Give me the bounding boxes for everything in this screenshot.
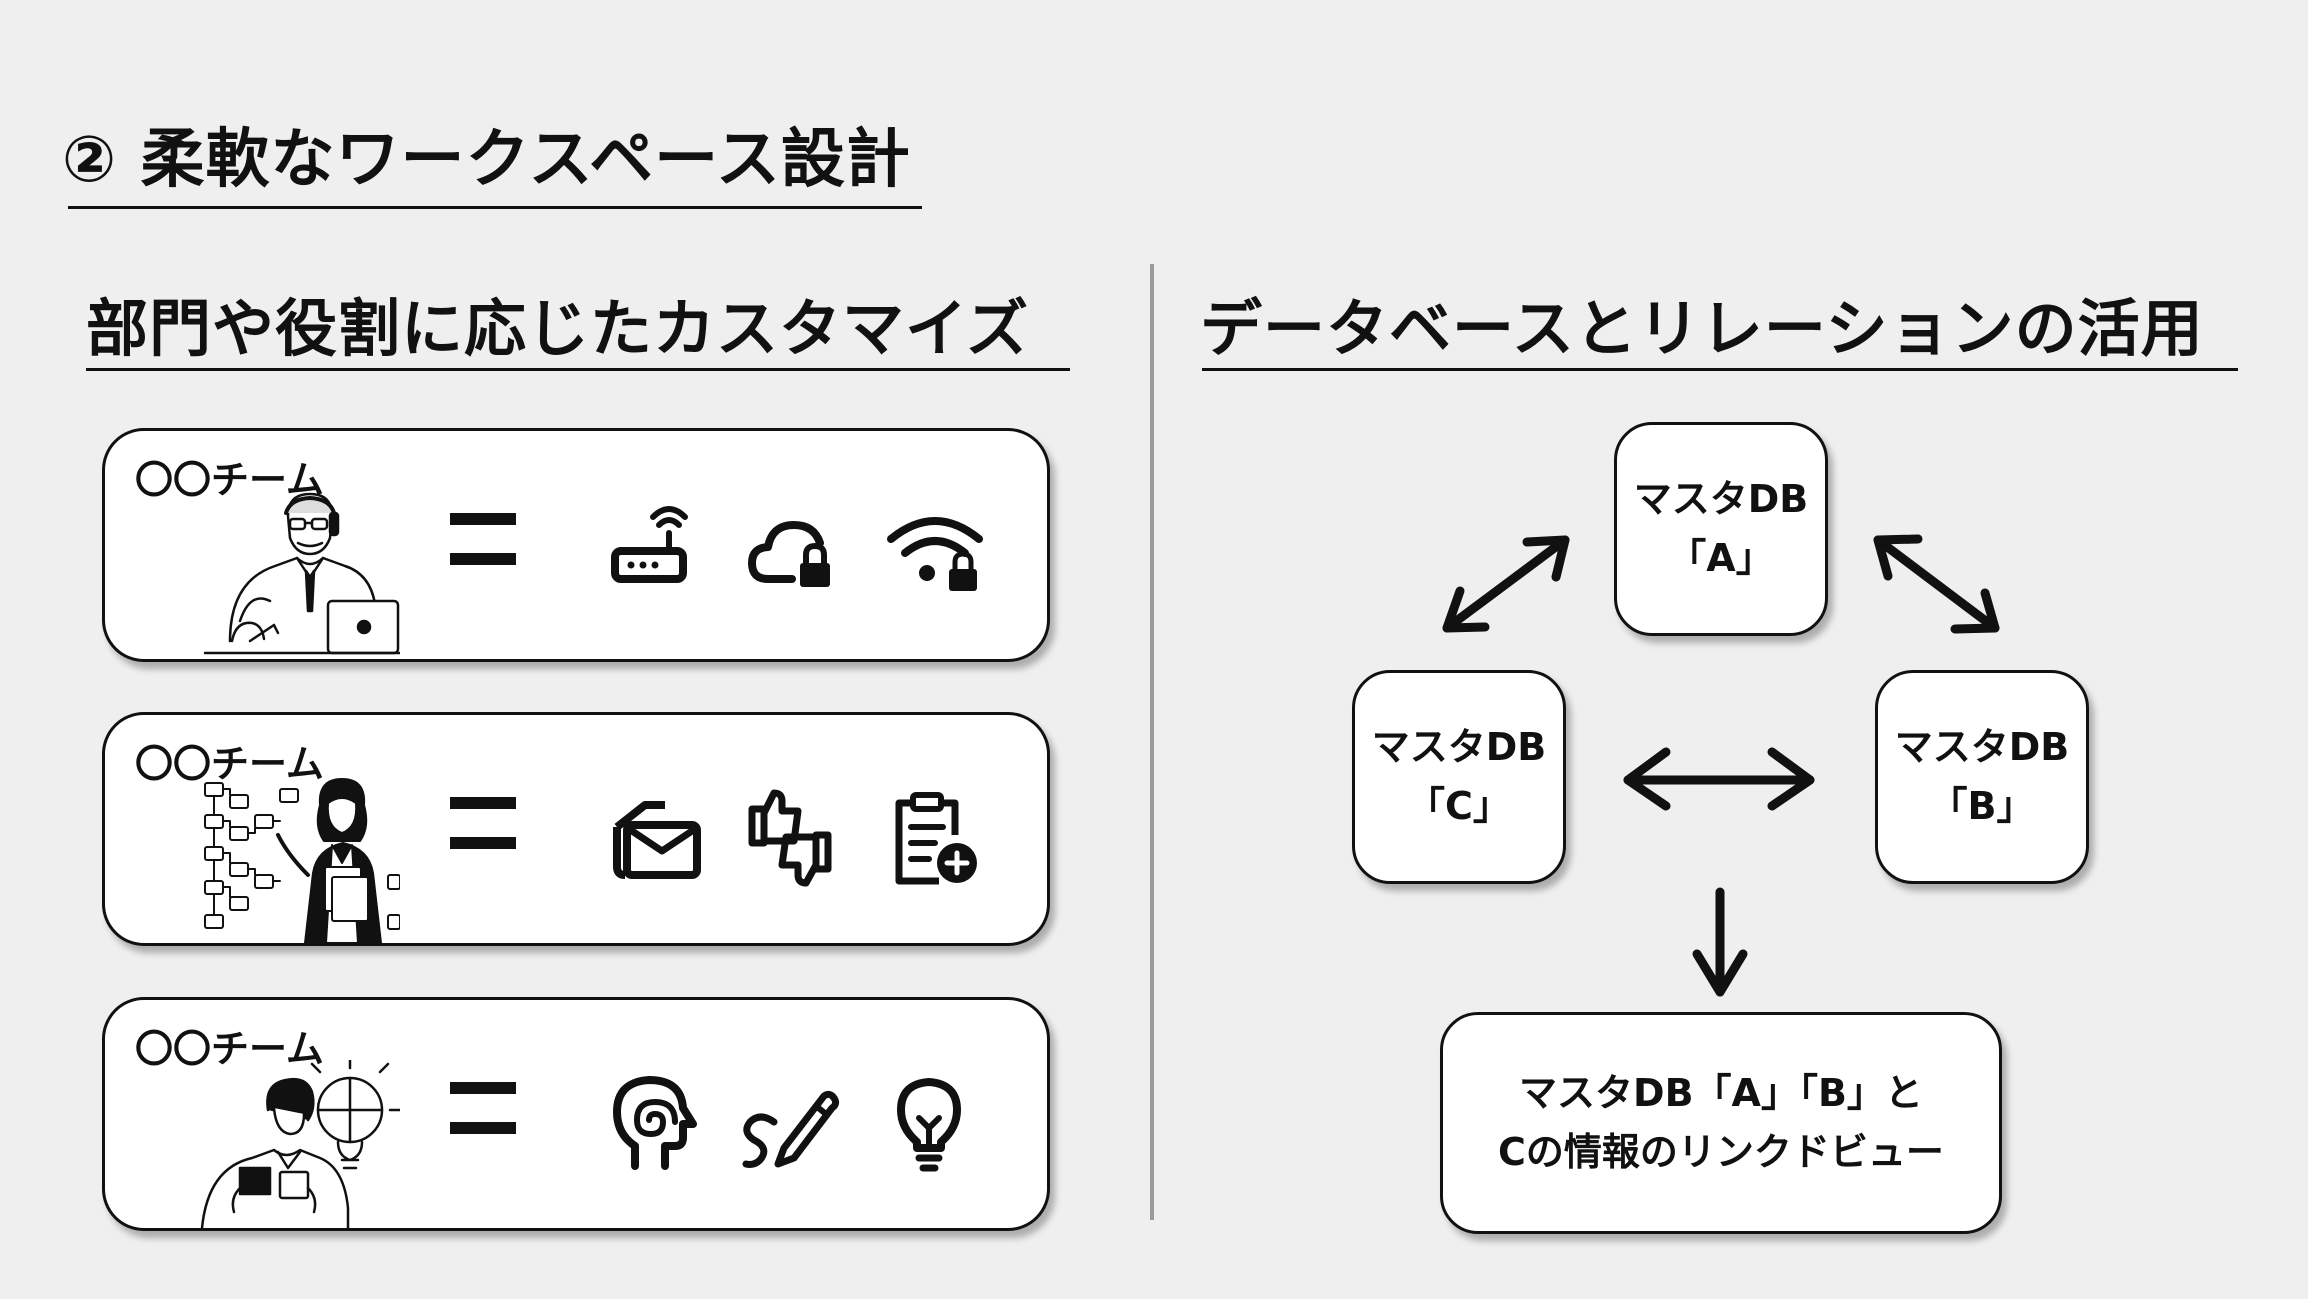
team-label: 〇〇チーム [135,1027,324,1071]
router-icon [611,506,688,583]
right-heading-underline [1202,368,2238,371]
man-with-puzzle-illustration [200,1060,400,1230]
db-b-line1: マスタDB [1894,725,2070,770]
clipboard-add-icon [895,792,977,885]
page-title: ② 柔軟なワークスペース設計 [62,123,911,197]
team-label: 〇〇チーム [135,458,324,502]
team-label: 〇〇チーム [135,742,324,786]
head-spiral-icon [613,1076,697,1170]
db-a-line1: マスタDB [1633,477,1809,522]
db-c-line1: マスタDB [1371,725,1547,770]
pen-squiggle-icon [742,1090,840,1168]
arrow-a-c [1442,535,1570,633]
arrow-down-to-view [1692,887,1748,997]
db-c-line2: 「C」 [1407,784,1511,828]
left-heading-underline [86,368,1070,371]
woman-with-flowchart-illustration [204,778,400,944]
lightbulb-icon [897,1078,961,1172]
arrow-a-b [1873,534,2000,634]
master-db-a: マスタDB 「A」 [1614,422,1828,636]
businessman-on-phone-illustration [203,492,400,655]
linked-view-box: マスタDB「A」「B」と Cの情報のリンクドビュー [1440,1012,2002,1234]
column-divider [1150,264,1154,1220]
linked-view-line1: マスタDB「A」「B」と [1519,1071,1923,1116]
linked-view-line2: Cの情報のリンクドビュー [1498,1130,1944,1174]
equals-sign [450,509,516,573]
left-heading: 部門や役割に応じたカスタマイズ [86,292,1030,365]
right-heading: データベースとリレーションの活用 [1200,292,2204,365]
master-db-c: マスタDB 「C」 [1352,670,1566,884]
team-card-1: 〇〇チーム [102,428,1050,662]
equals-sign [450,793,516,857]
db-b-line2: 「B」 [1929,784,2035,828]
title-underline [68,206,922,209]
team-card-2: 〇〇チーム [102,712,1050,946]
team-card-3: 〇〇チーム [102,997,1050,1231]
arrow-c-b [1623,747,1815,811]
master-db-b: マスタDB 「B」 [1875,670,2089,884]
equals-sign [450,1078,516,1142]
mail-icon [613,801,701,879]
cloud-lock-icon [748,521,830,587]
wifi-lock-icon [887,517,983,591]
db-a-line2: 「A」 [1668,536,1774,580]
thumbs-up-down-icon [748,789,832,887]
